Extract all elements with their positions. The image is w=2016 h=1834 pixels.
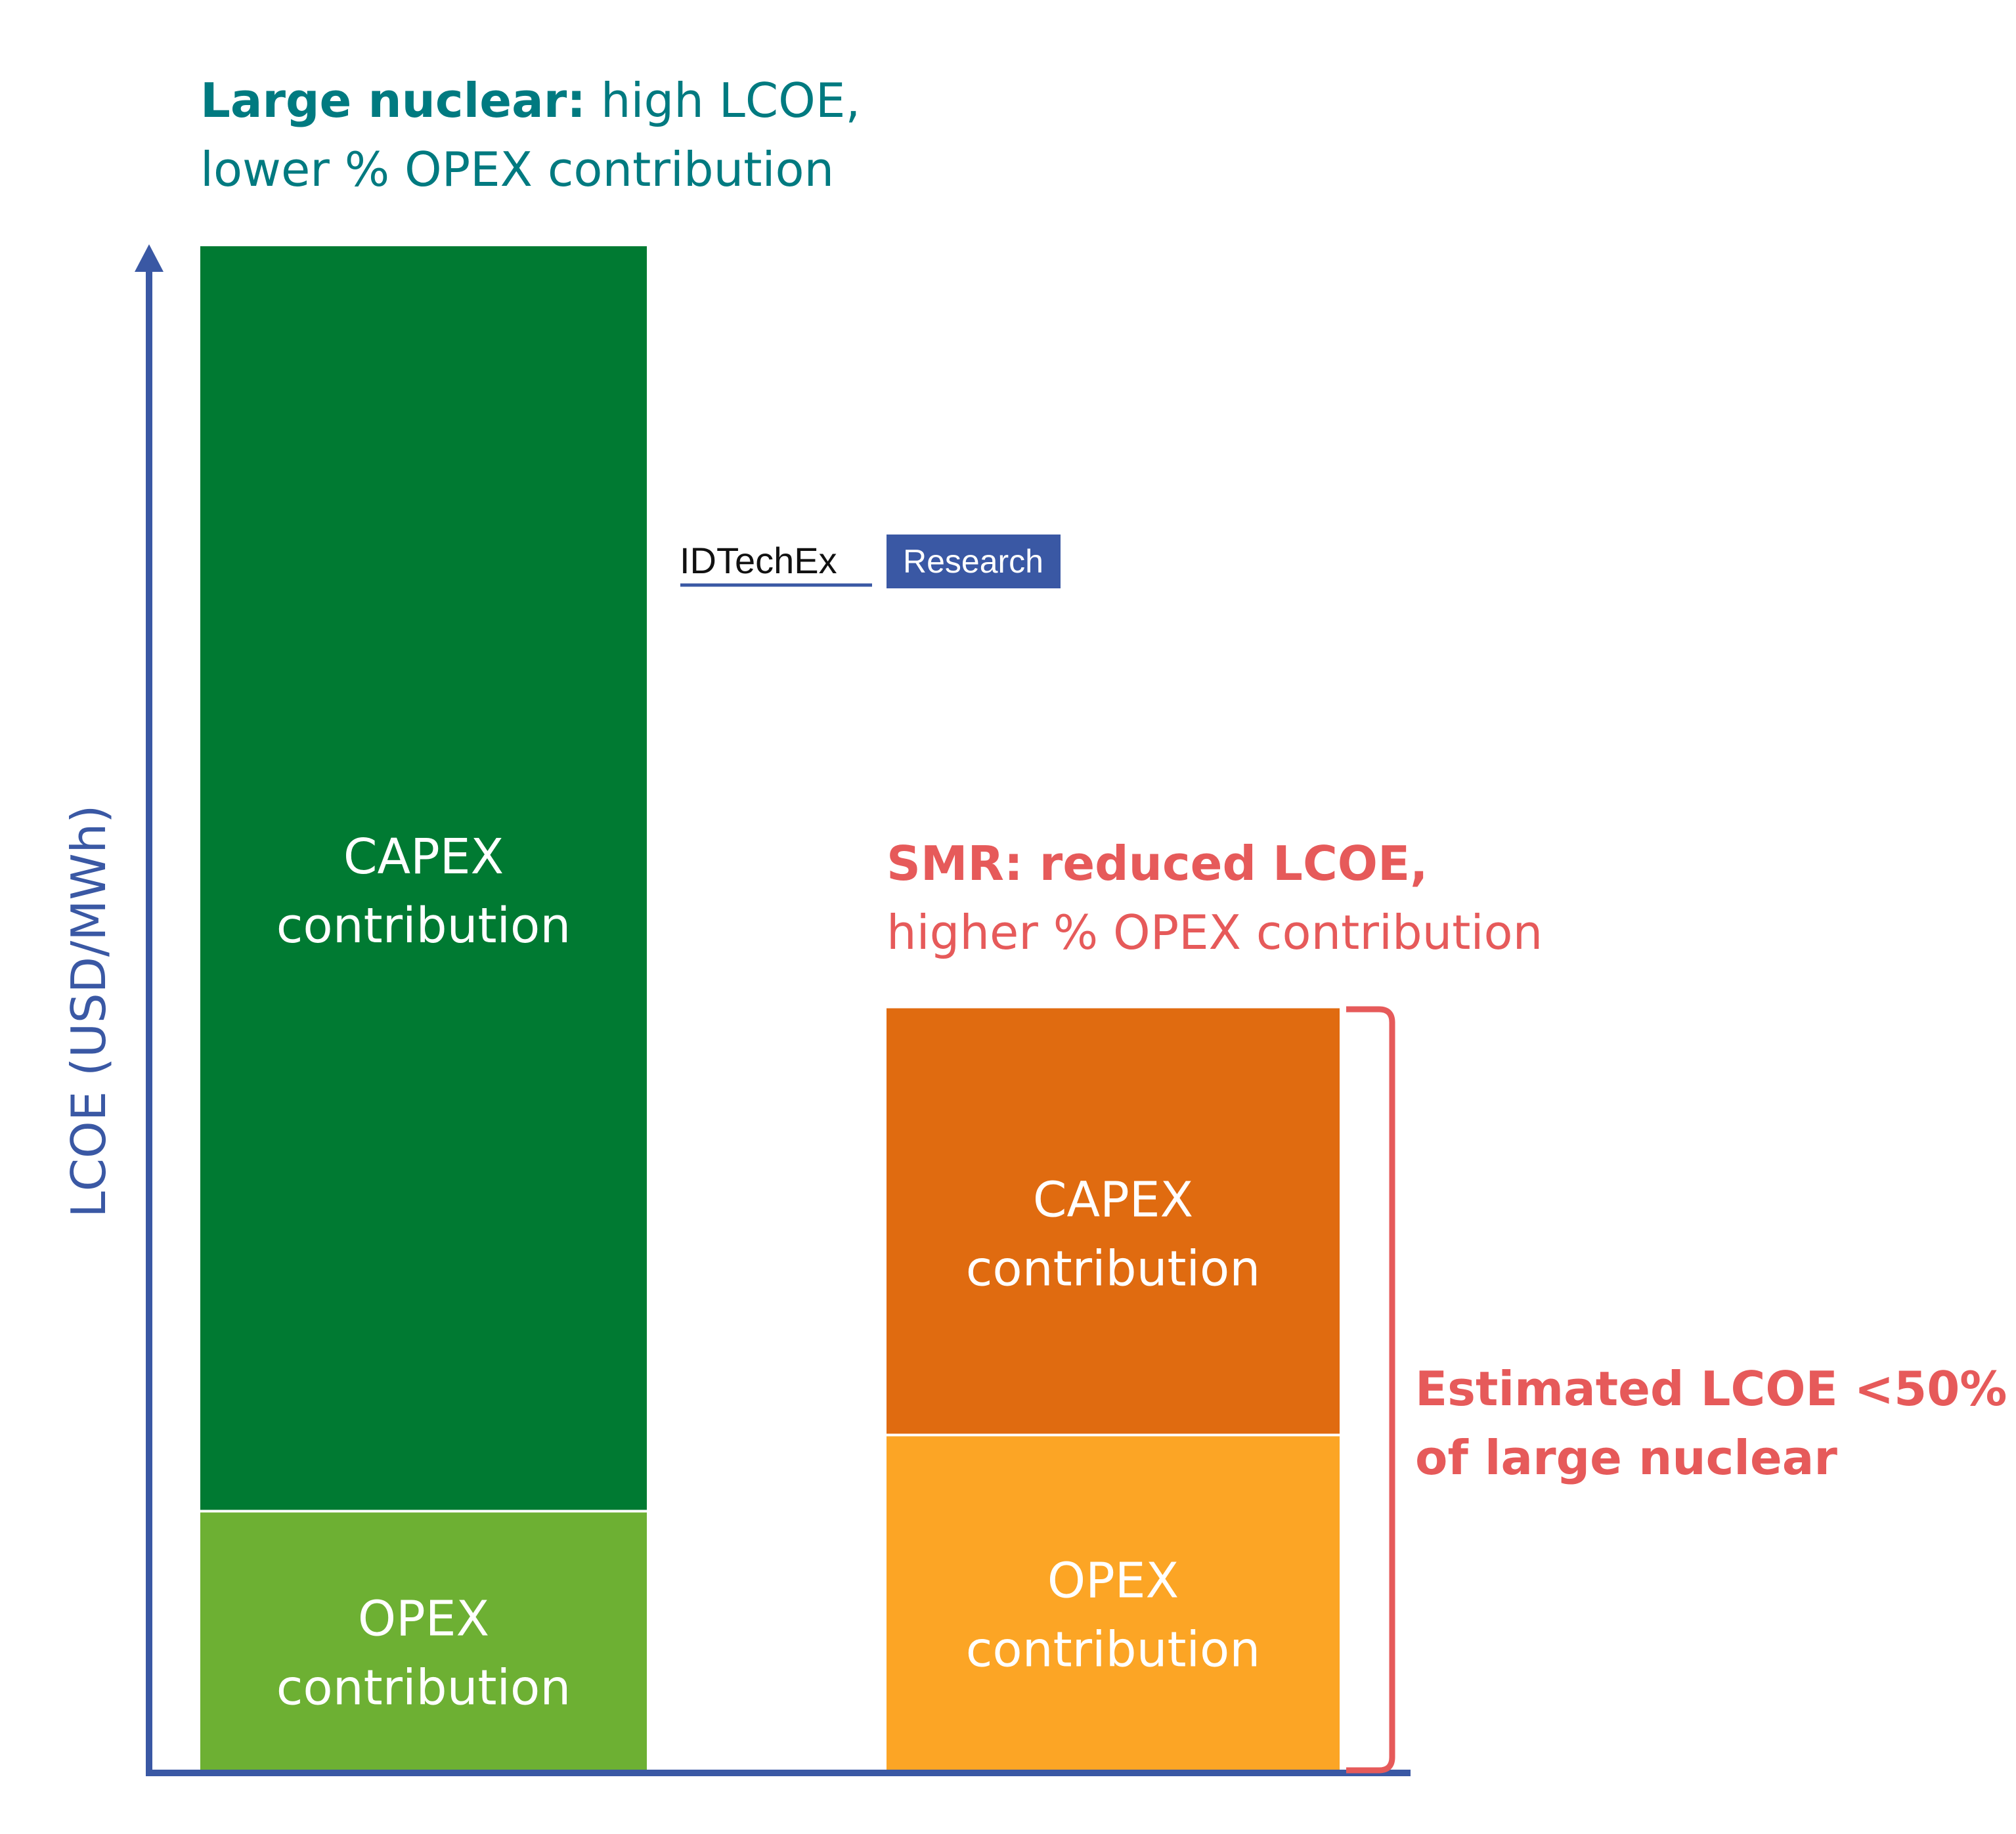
bars: OPEXcontributionCAPEXcontributionOPEXcon… [200,246,1340,1770]
smr-title-line2: higher % OPEX contribution [887,905,1543,960]
bar-0-segment-0-label-line2: contribution [276,1660,571,1716]
large-nuclear-title-line1: Large nuclear: high LCOE, [200,73,860,128]
y-axis-arrow-icon [135,244,164,272]
bar-1-segment-0-label-line2: contribution [966,1622,1260,1678]
logo-tag-box [887,535,1061,588]
idtechex-logo: IDTechEx Research [680,535,1061,588]
logo-tag: Research [903,543,1043,580]
bar-1-segment-1-label-line2: contribution [966,1240,1260,1297]
bar-1-segment-1 [887,1008,1340,1435]
large-nuclear-title-line2: lower % OPEX contribution [200,142,834,197]
bracket-icon [1346,1006,1395,1774]
bar-1-segment-0 [887,1435,1340,1770]
bar-0-segment-1-label-line1: CAPEX [343,829,504,885]
annotation-line2: of large nuclear [1415,1430,1837,1485]
annotation-line1: Estimated LCOE <50% [1415,1361,2007,1416]
bar-1-segment-1-label-line1: CAPEX [1033,1171,1193,1228]
bar-0-segment-0-label-line1: OPEX [358,1591,489,1648]
smr-title-line1: SMR: reduced LCOE, [887,836,1428,891]
axes [135,244,1411,1776]
bar-0-segment-0 [200,1511,647,1770]
logo-brand: IDTechEx [680,540,837,581]
bar-0-segment-1-label-line2: contribution [276,898,571,954]
y-axis-label: LCOE (USD/MWh) [61,805,116,1218]
bar-0-segment-1 [200,246,647,1512]
bar-1-segment-0-label-line1: OPEX [1047,1553,1179,1609]
